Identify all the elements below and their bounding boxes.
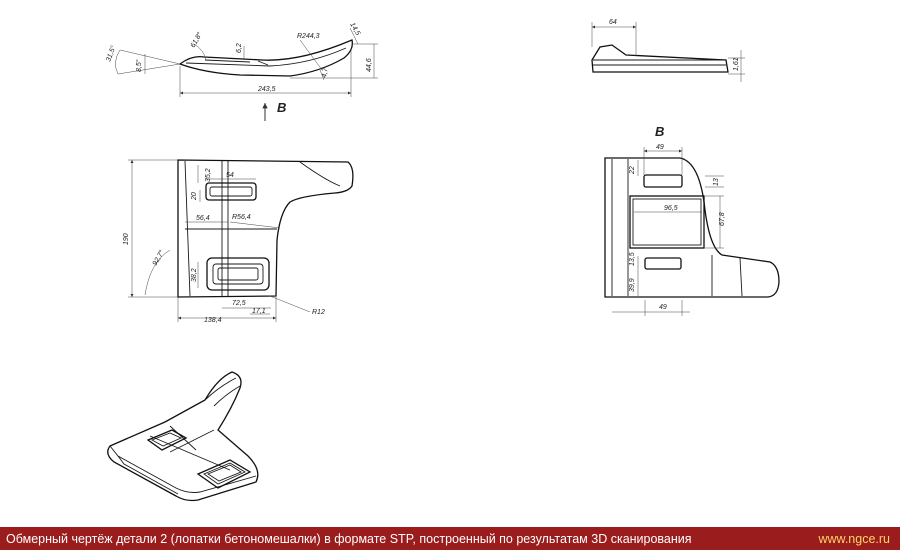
isometric-view (107, 371, 259, 502)
dim-label: 56,4 (196, 215, 210, 222)
dim-label: 64 (609, 19, 617, 26)
dim-label: 138,4 (204, 317, 222, 324)
front-profile-view: 31,5° 8,5° 61,8° 6,2 R244,3 14,5 4,7 44,… (104, 22, 378, 121)
dim-label: 243,5 (257, 86, 276, 93)
dim-label: 54 (226, 172, 234, 179)
dim-label: 92,7° (151, 249, 166, 267)
dim-label: R56,4 (232, 214, 251, 221)
view-b: B 49 22 13 96,5 67,8 13,5 39,9 49 (604, 124, 780, 316)
dim-label: 8,5° (135, 59, 143, 72)
dim-label: 190 (123, 233, 130, 245)
dim-label: 44,6 (366, 58, 373, 72)
caption-text: Обмерный чертёж детали 2 (лопатки бетоно… (6, 531, 692, 546)
view-arrow-label: B (277, 100, 286, 115)
dim-label: 14,5 (348, 22, 361, 37)
dim-label: 49 (659, 304, 667, 311)
dim-label: 49 (656, 144, 664, 151)
dim-label: 4,7 (321, 66, 330, 78)
dim-label: 13 (713, 178, 720, 186)
caption-bar: Обмерный чертёж детали 2 (лопатки бетоно… (0, 527, 900, 550)
right-profile-view: 64 1,61 (591, 19, 745, 82)
dim-label: 72,5 (232, 300, 246, 307)
dim-label: 35,2 (205, 168, 212, 182)
dim-label: 13,5 (629, 252, 636, 266)
view-b-title: B (655, 124, 664, 139)
dim-label: 20 (191, 192, 198, 201)
dim-label: 67,8 (719, 212, 726, 226)
dim-label: 96,5 (664, 205, 678, 212)
dim-label: R12 (312, 309, 325, 316)
dim-label: R244,3 (297, 33, 320, 40)
dim-label: 38,2 (191, 268, 198, 282)
dim-label: 22 (629, 166, 636, 175)
dim-label: 1,61 (733, 57, 740, 71)
site-link[interactable]: www.ngce.ru (818, 531, 890, 546)
plan-view: 190 35,2 54 20 56,4 R56,4 92,7° 38,2 72,… (123, 159, 354, 324)
dim-label: 6,2 (236, 43, 243, 53)
dim-label: 17,1 (252, 308, 266, 315)
dim-label: 39,9 (629, 278, 636, 292)
dim-label: 61,8° (189, 31, 204, 49)
